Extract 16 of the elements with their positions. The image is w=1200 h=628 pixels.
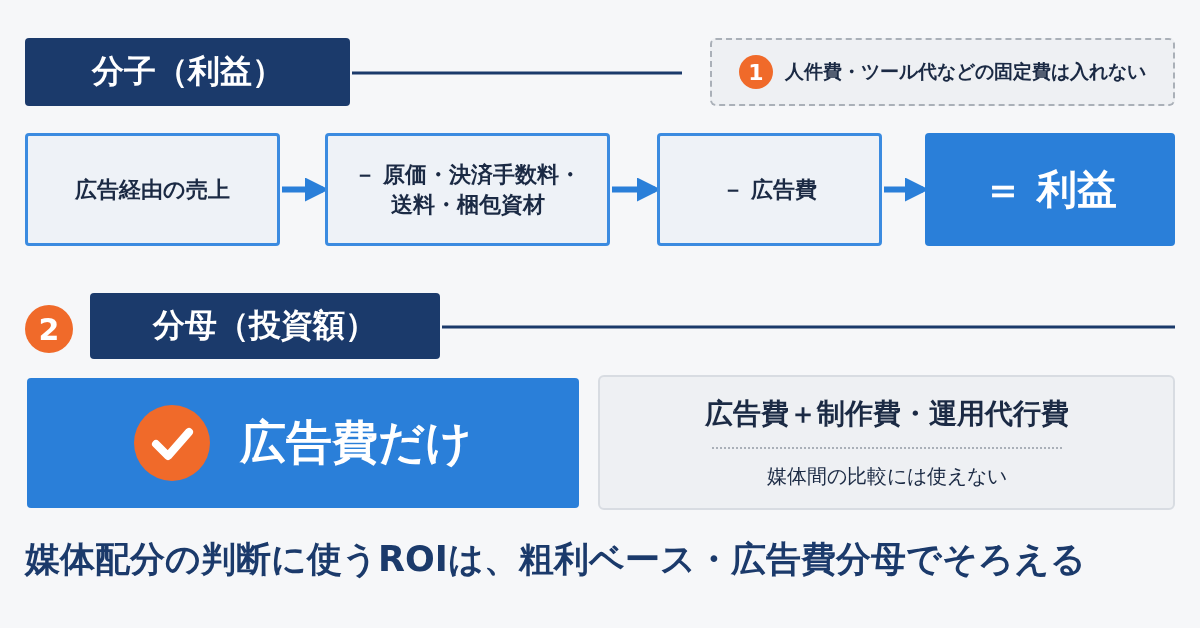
section-header: 分母（投資額） bbox=[90, 293, 440, 359]
comparison-box bbox=[598, 375, 1175, 510]
box-note: 媒体間の比較には使えない bbox=[766, 463, 1007, 490]
process-box: 広告経由の売上 bbox=[25, 133, 280, 246]
number-badge: 1 bbox=[739, 55, 773, 89]
box-heading: 広告費＋制作費・運用代行費 bbox=[704, 396, 1069, 432]
highlight-text: 広告費だけ bbox=[240, 414, 472, 471]
caption: 媒体配分の判断に使うROIは、粗利ベース・広告費分母でそろえる bbox=[25, 538, 1086, 581]
highlight-box bbox=[27, 378, 579, 508]
note-box bbox=[710, 38, 1175, 106]
note-text: 人件費・ツール代などの固定費は入れない bbox=[785, 59, 1146, 84]
process-box: － 広告費 bbox=[657, 133, 882, 246]
section-header: 分子（利益） bbox=[25, 38, 350, 106]
number-badge: 2 bbox=[25, 305, 73, 353]
result-box: ＝ 利益 bbox=[925, 133, 1175, 246]
process-box: － 原価・決済手数料・送料・梱包資材 bbox=[325, 133, 610, 246]
